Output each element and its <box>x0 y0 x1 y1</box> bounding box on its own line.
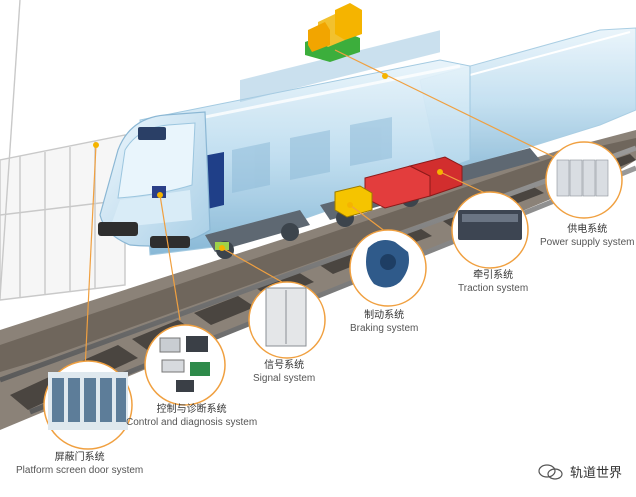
label-power-supply-zh: 供电系统 <box>567 224 608 235</box>
callout-braking <box>349 229 427 307</box>
callout-platform <box>43 360 133 450</box>
label-power-supply: 供电系统 Power supply system <box>540 224 634 249</box>
train-main-car <box>139 30 471 256</box>
platform-fence <box>0 0 126 301</box>
traction-equipment <box>364 156 463 209</box>
callout-signal <box>248 281 326 359</box>
label-traction-en: Traction system <box>458 282 529 294</box>
label-traction: 牵引系统 Traction system <box>458 270 528 295</box>
label-platform: 屏蔽门系统 Platform screen door system <box>16 452 143 477</box>
label-signal: 信号系统 Signal system <box>253 360 315 385</box>
label-power-supply-en: Power supply system <box>540 236 635 248</box>
label-signal-zh: 信号系统 <box>264 360 305 371</box>
callout-control <box>144 324 226 406</box>
rails <box>0 145 636 415</box>
braking-equipment <box>334 185 373 218</box>
train-cab <box>98 111 211 248</box>
wechat-icon <box>538 463 564 480</box>
label-traction-zh: 牵引系统 <box>473 270 514 281</box>
label-control: 控制与诊断系统 Control and diagnosis system <box>126 404 257 429</box>
label-control-zh: 控制与诊断系统 <box>156 404 227 415</box>
label-control-en: Control and diagnosis system <box>126 416 258 428</box>
label-signal-en: Signal system <box>253 372 316 384</box>
watermark-text: 轨道世界 <box>569 466 622 481</box>
label-platform-zh: 屏蔽门系统 <box>54 452 105 463</box>
label-braking-zh: 制动系统 <box>364 310 405 321</box>
label-braking: 制动系统 Braking system <box>350 310 418 335</box>
label-braking-en: Braking system <box>350 322 419 334</box>
power-supply-box <box>305 3 362 62</box>
watermark: 轨道世界 <box>538 462 622 481</box>
label-platform-en: Platform screen door system <box>16 464 144 476</box>
callout-power-supply <box>545 141 623 219</box>
leader-nodes <box>93 73 443 251</box>
callout-traction <box>451 191 529 269</box>
